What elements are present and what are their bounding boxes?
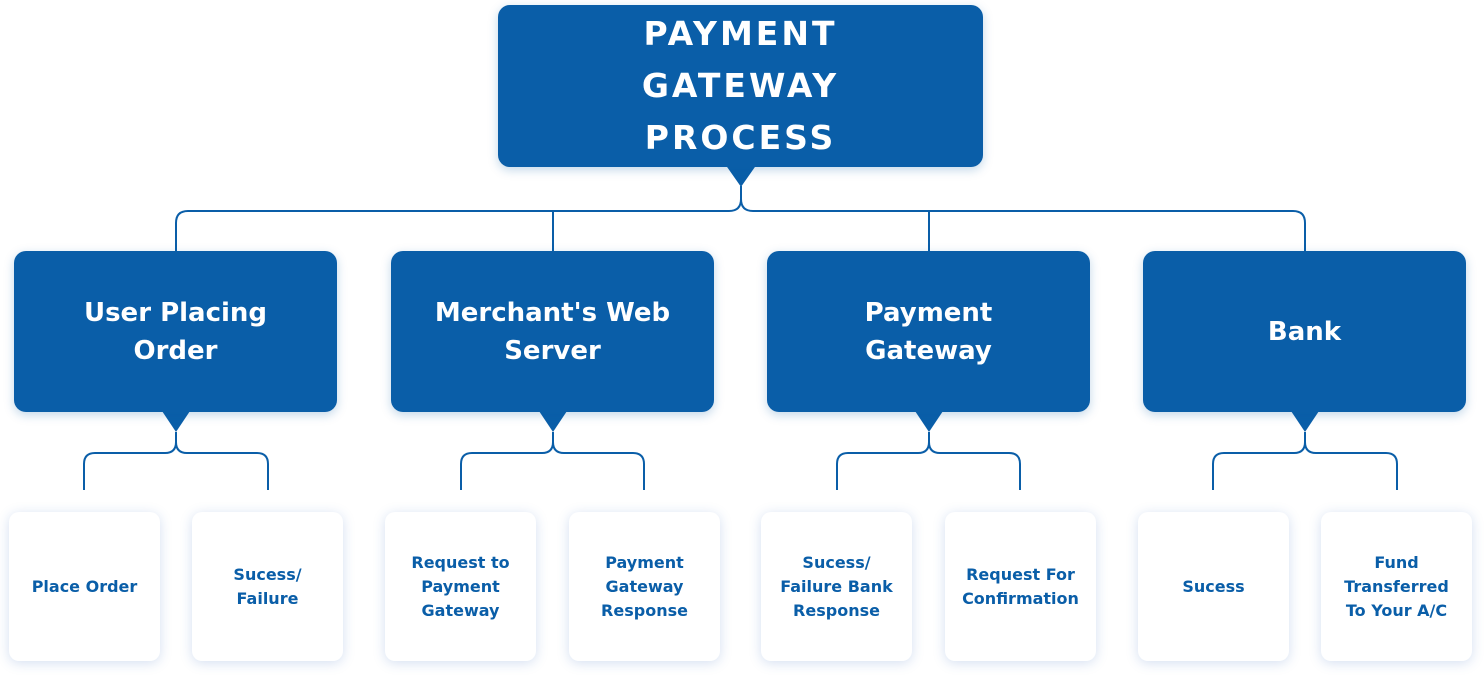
leaf-success: Sucess [1138, 512, 1289, 661]
category-bank: Bank [1143, 251, 1466, 412]
branch-2-right [552, 441, 645, 490]
leaf-success-failure-bank-response: Sucess/ Failure Bank Response [761, 512, 912, 661]
category-user-placing-order: User Placing Order [14, 251, 337, 412]
category-label: Payment Gateway [864, 297, 993, 366]
connector-root-to-user [175, 186, 742, 251]
leaf-fund-transferred: Fund Transferred To Your A/C [1321, 512, 1472, 661]
leaf-label: Request For Confirmation [962, 564, 1079, 608]
category-label: Bank [1267, 316, 1342, 347]
leaf-place-order: Place Order [9, 512, 160, 661]
leaf-label: Sucess/ Failure [233, 564, 302, 608]
branch-4-left [1212, 432, 1306, 490]
branch-4-right [1304, 441, 1398, 490]
leaf-label: Payment Gateway Response [601, 552, 688, 620]
leaf-request-for-confirmation: Request For Confirmation [945, 512, 1096, 661]
category-label: Merchant's Web Server [434, 297, 671, 366]
category-pointer-2 [539, 411, 567, 432]
leaf-success-failure: Sucess/ Failure [192, 512, 343, 661]
connector-root-to-bank [740, 198, 1306, 251]
branch-3-right [928, 441, 1021, 490]
leaf-label: Sucess [1182, 576, 1245, 596]
leaf-notches [70, 492, 1411, 514]
category-pointer-3 [915, 411, 943, 432]
diagram-title: PAYMENT GATEWAY PROCESS [641, 14, 840, 157]
leaf-request-to-payment-gateway: Request to Payment Gateway [385, 512, 536, 661]
leaf-label: Fund Transferred To Your A/C [1344, 552, 1449, 620]
leaf-label: Request to Payment Gateway [411, 552, 510, 620]
category-pointer-1 [162, 411, 190, 432]
category-label: User Placing Order [83, 297, 268, 366]
branch-1-right [175, 441, 269, 490]
branch-2-left [460, 432, 554, 490]
leaf-payment-gateway-response: Payment Gateway Response [569, 512, 720, 661]
leaf-label: Sucess/ Failure Bank Response [780, 552, 893, 620]
category-merchant-web-server: Merchant's Web Server [391, 251, 714, 412]
leaf-label: Place Order [31, 576, 138, 596]
branch-1-left [83, 432, 177, 490]
category-pointer-4 [1291, 411, 1319, 432]
root-pointer [726, 165, 756, 187]
category-payment-gateway: Payment Gateway [767, 251, 1090, 412]
branch-3-left [836, 432, 930, 490]
root-node: PAYMENT GATEWAY PROCESS [498, 5, 983, 167]
